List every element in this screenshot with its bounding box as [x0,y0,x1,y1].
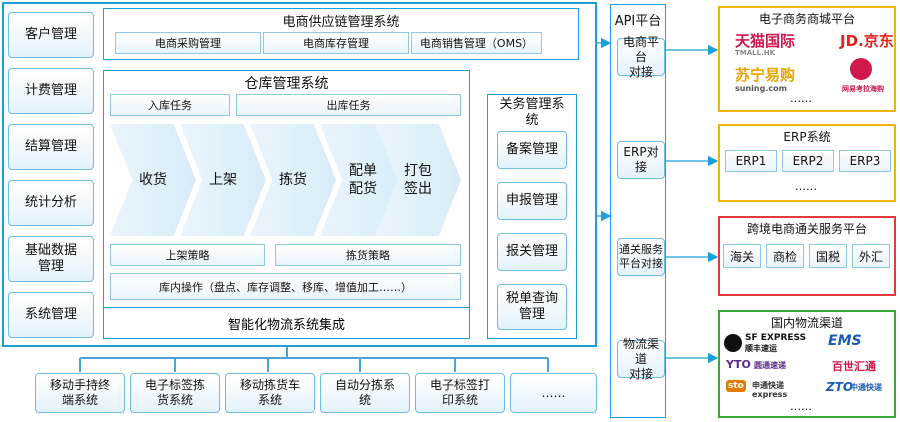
wms-title: 仓库管理系统 [244,76,329,92]
menu-billing[interactable]: 计费管理 [8,68,94,114]
sf-logo: SF EXPRESS [745,333,807,343]
integration-bar: 智能化物流系统集成 [103,307,470,339]
auto-sorting-system[interactable]: 自动分拣系 统 [320,373,410,413]
customs-platform-inspection[interactable]: 商检 [766,244,804,268]
erp3[interactable]: ERP3 [839,150,891,172]
kaola-icon [850,58,872,80]
erp1[interactable]: ERP1 [725,150,777,172]
ecom-frame [718,6,896,112]
menu-system[interactable]: 系统管理 [8,292,94,338]
best-logo: 百世汇通 [832,360,876,373]
e-label-printing-system[interactable]: 电子标签打 印系统 [415,373,505,413]
in-warehouse-ops[interactable]: 库内操作（盘点、库存调整、移库、增值加工……） [110,273,461,300]
yto-cn-logo: 圆通速递 [754,361,786,370]
suning-domain-logo: suning.com [735,84,787,93]
api-erp[interactable]: ERP对接 [617,141,665,179]
erp-more: …… [795,180,817,193]
customs-platform-tax[interactable]: 国税 [809,244,847,268]
customs-title: 关务管理系 统 [499,97,565,128]
tmall-logo: 天猫国际 [735,32,796,50]
suning-logo: 苏宁易购 [735,66,796,84]
e-label-picking-system[interactable]: 电子标签拣 货系统 [130,373,220,413]
putaway-strategy[interactable]: 上架策略 [110,244,265,266]
wms-outbound-task[interactable]: 出库任务 [236,94,461,116]
menu-basic-data[interactable]: 基础数据 管理 [8,236,94,282]
erp-frame [718,124,896,202]
scm-sales[interactable]: 电商销售管理（OMS） [411,32,542,54]
mobile-picking-cart-system[interactable]: 移动拣货车 系统 [225,373,315,413]
scm-title: 电商供应链管理系统 [282,15,400,30]
logistics-frame [718,310,896,418]
ecom-more: …… [790,92,812,105]
zto-cn-logo: 中通快递 [850,383,882,392]
left-menu: 客户管理 计费管理 结算管理 统计分析 基础数据 管理 系统管理 [8,12,94,338]
logistics-more: …… [790,400,812,413]
sto-logo: sto [726,380,746,392]
customs-platform-customs[interactable]: 海关 [723,244,761,268]
picking-strategy[interactable]: 拣货策略 [275,244,461,266]
mobile-terminal-system[interactable]: 移动手持终 端系统 [35,373,125,413]
customs-platform-title: 跨境电商通关服务平台 [746,222,867,236]
api-customs-service[interactable]: 通关服务 平台对接 [617,238,665,276]
customs-clearance[interactable]: 报关管理 [497,233,567,271]
customs-tax-query[interactable]: 税单查询 管理 [497,284,567,330]
kaola-logo: 网易考拉海购 [842,85,884,93]
jd-logo: JD.京东 [840,32,894,50]
customs-platform-forex[interactable]: 外汇 [852,244,890,268]
erp2[interactable]: ERP2 [782,150,834,172]
scm-inventory[interactable]: 电商库存管理 [263,32,409,54]
logistics-title: 国内物流渠道 [770,316,843,330]
ecom-title: 电子商务商城平台 [758,12,855,26]
customs-record[interactable]: 备案管理 [497,131,567,169]
api-ecommerce[interactable]: 电商平台 对接 [617,35,665,79]
menu-settlement[interactable]: 结算管理 [8,124,94,170]
ems-logo: EMS [828,333,862,349]
more-systems: …… [510,373,597,413]
scm-purchase[interactable]: 电商采购管理 [115,32,261,54]
yto-logo: YTO [726,358,751,371]
sf-cn-logo: 顺丰速运 [745,344,777,353]
sto-en-logo: express [752,390,788,399]
menu-customer[interactable]: 客户管理 [8,12,94,58]
wms-inbound-task[interactable]: 入库任务 [110,94,230,116]
sto-cn-logo: 申通快递 [752,381,784,390]
menu-statistics[interactable]: 统计分析 [8,180,94,226]
api-logistics[interactable]: 物流渠道 对接 [617,337,665,381]
api-title: API平台 [614,14,662,29]
erp-title: ERP系统 [783,130,831,144]
zto-logo: ZTO [826,380,854,394]
customs-declare[interactable]: 申报管理 [497,182,567,220]
tmall-sub-logo: TMALL.HK [735,49,776,57]
customs-platform-frame [718,216,896,296]
sf-icon [724,334,742,352]
